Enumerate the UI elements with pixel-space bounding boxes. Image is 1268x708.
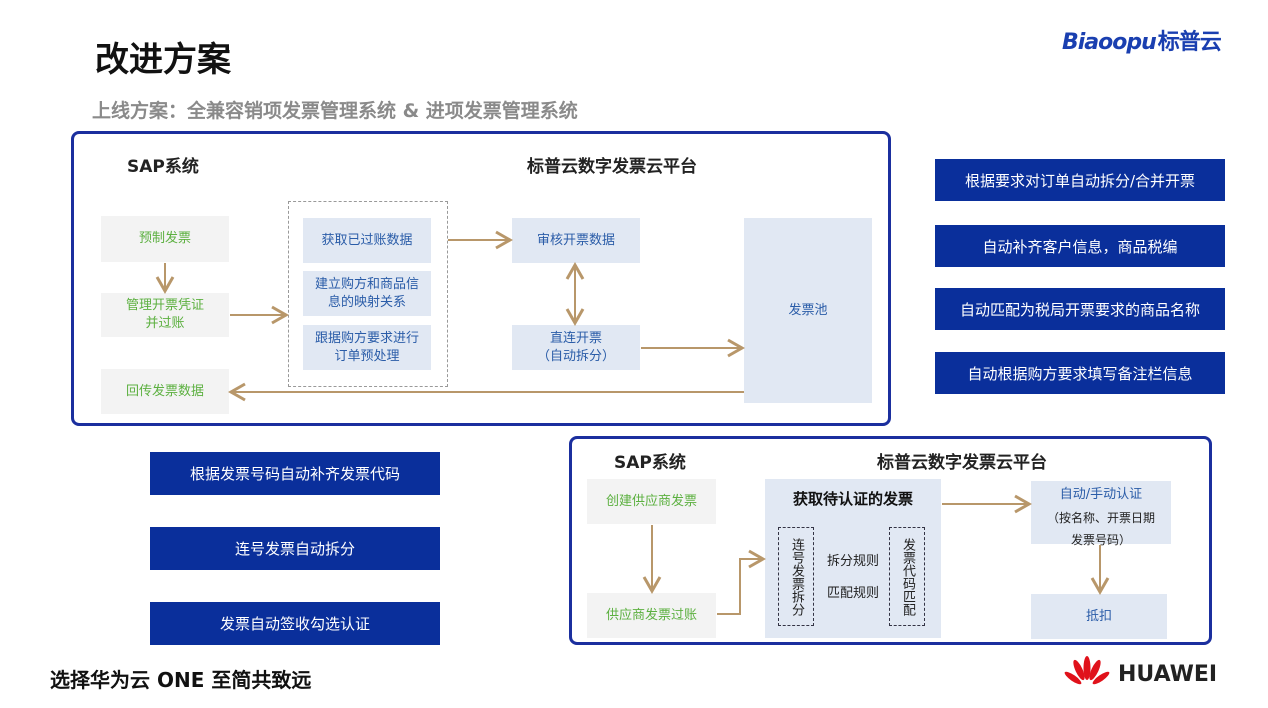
feature-remark: 自动根据购方要求填写备注栏信息 <box>935 352 1225 394</box>
brand-name: HUAWEI <box>1118 661 1218 687</box>
split-rule-label: 拆分规则 <box>827 554 880 569</box>
preprocess-box: 跟据购方要求进行订单预处理 <box>303 325 431 370</box>
prepare-invoice-box: 预制发票 <box>101 216 229 262</box>
certify-detail: （按名称、开票日期 发票号码） <box>1046 511 1155 547</box>
feature-customer-info: 自动补齐客户信息，商品税编 <box>935 225 1225 267</box>
code-match-label: 发票代码匹配 <box>889 527 925 626</box>
feature-product-name: 自动匹配为税局开票要求的商品名称 <box>935 288 1225 330</box>
create-supplier-invoice-box: 创建供应商发票 <box>587 479 716 524</box>
footer-slogan: 选择华为云 ONE 至简共致远 <box>50 668 312 692</box>
feature-auto-certify: 发票自动签收勾选认证 <box>150 602 440 645</box>
platform-header-2: 标普云数字发票云平台 <box>877 453 1047 473</box>
arrow <box>717 549 767 615</box>
huawei-petal-icon <box>1064 656 1110 685</box>
certify-title: 自动/手动认证 <box>1059 487 1143 502</box>
feature-consecutive-split: 连号发票自动拆分 <box>150 527 440 570</box>
fetch-pending-title: 获取待认证的发票 <box>792 490 913 508</box>
sap-header-2: SAP系统 <box>614 453 686 473</box>
match-rule-label: 匹配规则 <box>827 586 880 601</box>
logo-latin: Biaoopu <box>1062 30 1157 55</box>
return-data-box: 回传发票数据 <box>101 369 229 414</box>
page-title: 改进方案 <box>95 40 231 80</box>
deduct-box: 抵扣 <box>1031 594 1167 639</box>
purchase-invoice-diagram <box>569 436 1212 645</box>
manage-voucher-box: 管理开票凭证 并过账 <box>101 293 229 337</box>
page-subtitle: 上线方案：全兼容销项发票管理系统 & 进项发票管理系统 <box>92 100 578 122</box>
consecutive-split-label: 连号发票拆分 <box>778 527 814 626</box>
platform-header: 标普云数字发票云平台 <box>527 157 697 177</box>
feature-invoice-code: 根据发票号码自动补齐发票代码 <box>150 452 440 495</box>
logo-cn: 标普云 <box>1157 30 1222 55</box>
biaopu-logo: Biaoopu标普云 <box>1062 24 1222 56</box>
certify-box <box>1031 481 1171 544</box>
feature-split-merge: 根据要求对订单自动拆分/合并开票 <box>935 159 1225 201</box>
invoice-pool-box: 发票池 <box>744 218 872 403</box>
direct-issue-box: 直连开票 （自动拆分） <box>512 325 640 370</box>
preprocess-group <box>288 201 448 387</box>
review-box: 审核开票数据 <box>512 218 640 263</box>
mapping-box: 建立购方和商品信息的映射关系 <box>303 271 431 316</box>
fetch-pending-box <box>765 479 941 638</box>
sap-header: SAP系统 <box>127 157 199 177</box>
fetch-posted-box: 获取已过账数据 <box>303 218 431 263</box>
huawei-logo: HUAWEI <box>1064 656 1217 692</box>
post-supplier-invoice-box: 供应商发票过账 <box>587 593 716 638</box>
sales-invoice-diagram <box>71 131 891 426</box>
